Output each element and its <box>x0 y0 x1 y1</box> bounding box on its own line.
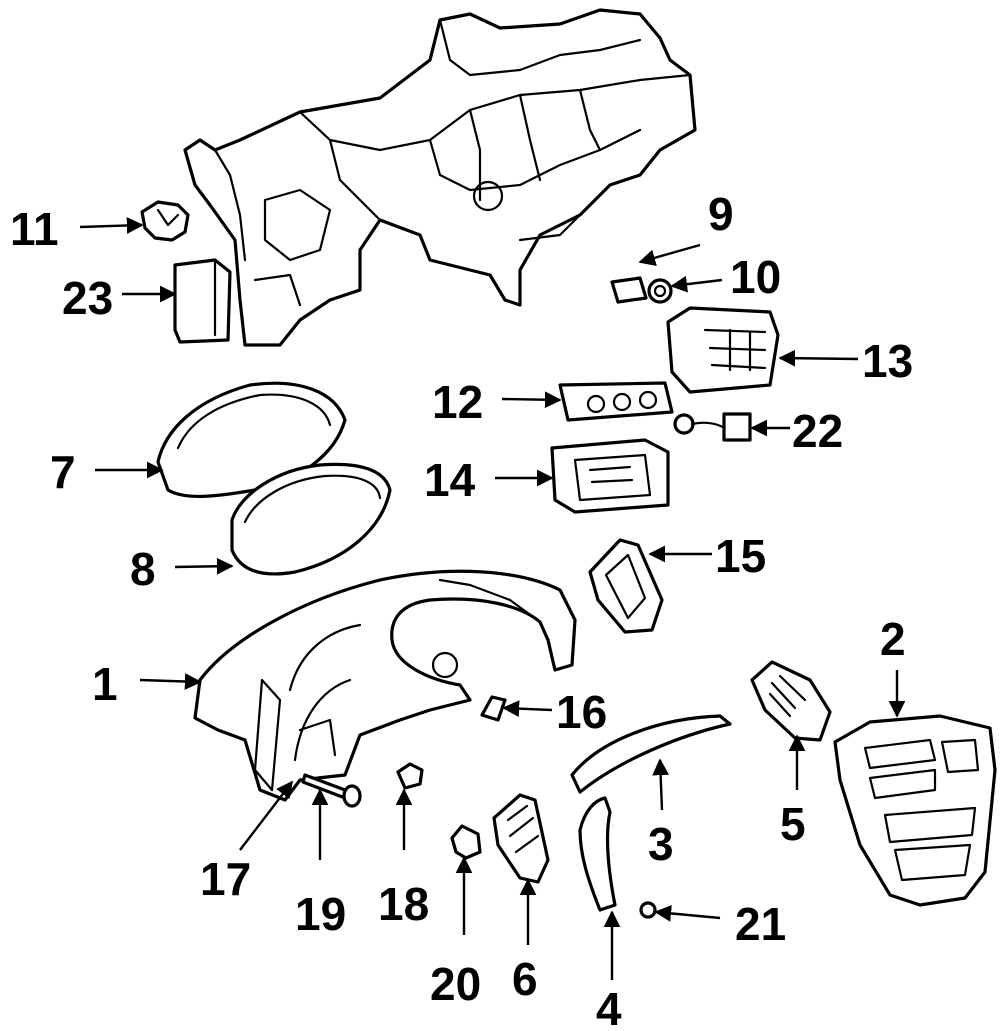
part-21-plug <box>639 901 657 919</box>
callout-6: 6 <box>512 953 538 1005</box>
leader-1 <box>139 673 202 690</box>
callout-13: 13 <box>862 335 913 387</box>
callout-2: 2 <box>880 613 906 665</box>
callout-1: 1 <box>92 658 118 710</box>
part-10-knob <box>647 278 673 304</box>
leader-9 <box>638 243 701 266</box>
part-8-cluster-lens <box>230 462 392 576</box>
part-5-side-vent <box>750 660 832 742</box>
callout-4: 4 <box>596 983 622 1031</box>
callout-19: 19 <box>295 888 346 940</box>
part-2-center-bezel <box>833 714 997 907</box>
callout-21: 21 <box>735 898 786 950</box>
part-11-clip <box>140 200 190 242</box>
leader-12 <box>501 391 562 409</box>
leader-21 <box>654 905 721 922</box>
callout-23: 23 <box>62 272 113 324</box>
callout-11: 11 <box>10 203 59 255</box>
leader-13 <box>778 349 859 367</box>
callout-16: 16 <box>556 686 607 738</box>
callout-10: 10 <box>730 251 781 303</box>
part-6-lower-vent <box>492 793 550 884</box>
callout-8: 8 <box>130 543 156 595</box>
callout-7: 7 <box>50 446 76 498</box>
leader-10 <box>670 275 723 293</box>
callout-14: 14 <box>424 454 476 506</box>
callout-22: 22 <box>792 405 843 457</box>
callout-17: 17 <box>200 853 251 905</box>
part-20-clip <box>450 824 482 860</box>
leader-arrows <box>79 217 906 980</box>
part-18-knob <box>396 762 424 790</box>
callout-12: 12 <box>432 376 483 428</box>
callout-20: 20 <box>430 958 481 1010</box>
callout-labels: 1 2 3 4 5 6 7 8 9 10 11 12 13 14 15 16 1… <box>10 188 913 1031</box>
leader-8 <box>174 557 234 575</box>
part-19-bolt <box>301 773 362 808</box>
dash-support-frame <box>183 8 697 347</box>
part-23-module <box>173 258 232 344</box>
part-4-side-trim <box>578 796 617 912</box>
callout-3: 3 <box>648 818 674 870</box>
callout-18: 18 <box>378 878 429 930</box>
part-12-switch-panel <box>558 381 674 422</box>
leader-11 <box>79 217 144 234</box>
part-9-lighter <box>610 276 648 304</box>
leader-17 <box>239 780 294 851</box>
callout-5: 5 <box>780 798 806 850</box>
part-1-instrument-panel <box>193 569 577 802</box>
part-13-control-head <box>666 306 780 394</box>
part-15-vent <box>588 538 664 634</box>
leader-3 <box>652 758 669 811</box>
callout-9: 9 <box>708 188 734 240</box>
part-14-radio-unit <box>550 438 670 514</box>
part-3-trim-strip <box>570 714 732 794</box>
callout-15: 15 <box>715 530 766 582</box>
part-16-trim <box>480 695 507 722</box>
leader-16 <box>502 700 553 718</box>
part-22-sensor <box>673 412 752 442</box>
